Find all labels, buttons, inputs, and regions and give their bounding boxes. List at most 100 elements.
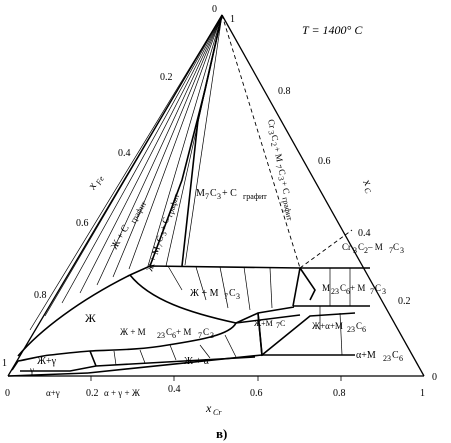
svg-text:графит: графит xyxy=(281,196,295,222)
svg-text:C: C xyxy=(166,327,172,337)
temperature-label: T = 1400° C xyxy=(302,23,363,37)
svg-text:2: 2 xyxy=(364,246,368,255)
svg-text:Ж+M: Ж+M xyxy=(254,319,273,328)
axis-label-xcr: x Cr xyxy=(205,401,222,417)
axis-label-xc: x C xyxy=(360,176,376,196)
region-cr3c2-m7c3-graphite: Cr 3 C 2 + M 7 C 3 + C графит xyxy=(266,118,295,222)
svg-text:+ C: + C xyxy=(222,188,237,199)
region-alpha-gamma: α+γ xyxy=(46,388,60,398)
region-gamma: γ xyxy=(29,365,34,375)
svg-text:6: 6 xyxy=(172,331,176,340)
axis-label-xfe: x Fe xyxy=(84,174,107,192)
svg-text:Cr: Cr xyxy=(213,408,222,417)
svg-text:7: 7 xyxy=(370,287,374,296)
bottom-tick-1: 1 xyxy=(420,388,425,399)
svg-text:Cr: Cr xyxy=(342,242,351,252)
svg-text:M: M xyxy=(322,283,330,293)
svg-text:C: C xyxy=(393,242,399,252)
region-cr3c2-m7c3: Cr 3 C 2 – M 7 C 3 xyxy=(342,242,404,255)
svg-text:3: 3 xyxy=(382,287,386,296)
bottom-tick-0: 0 xyxy=(5,388,10,399)
svg-text:+ C: + C xyxy=(279,180,292,195)
region-m7c3-graphite: M 7 C 3 + C графит xyxy=(196,188,267,201)
figure-caption: в) xyxy=(216,426,227,441)
svg-text:+ M: + M xyxy=(272,146,285,163)
right-tick-08: 0.8 xyxy=(278,86,291,97)
right-tick-0: 0 xyxy=(432,372,437,383)
svg-text:7: 7 xyxy=(205,192,209,201)
svg-text:C: C xyxy=(340,283,346,293)
right-tick-02: 0.2 xyxy=(398,296,411,307)
svg-text:Ж + C: Ж + C xyxy=(109,223,132,252)
left-tick-1: 1 xyxy=(2,358,7,369)
tie-lines-graphite xyxy=(29,14,223,331)
svg-text:C: C xyxy=(269,134,280,142)
dashed-lines xyxy=(221,14,353,269)
svg-text:Ж + M: Ж + M xyxy=(120,327,146,337)
svg-text:3: 3 xyxy=(353,246,357,255)
bottom-tick-06: 0.6 xyxy=(250,388,263,399)
region-alpha-m23c6: α+M 23 C 6 xyxy=(356,350,403,363)
svg-text:7: 7 xyxy=(276,321,280,330)
svg-text:7: 7 xyxy=(155,242,165,249)
svg-text:x: x xyxy=(205,401,212,415)
svg-text:3: 3 xyxy=(400,246,404,255)
svg-text:M: M xyxy=(196,188,205,199)
svg-text:Ж + M: Ж + M xyxy=(144,245,161,272)
svg-text:C: C xyxy=(375,283,381,293)
region-l-alpha-m23c6: Ж+α+M 23 C 6 xyxy=(312,321,366,334)
right-tick-04: 0.4 xyxy=(358,228,371,239)
right-edge xyxy=(221,14,425,377)
svg-text:+ M: + M xyxy=(350,283,365,293)
svg-text:C: C xyxy=(356,321,362,331)
svg-text:Cr: Cr xyxy=(266,118,278,129)
svg-text:Fe: Fe xyxy=(94,174,107,187)
region-l-gamma: Ж+γ xyxy=(37,356,57,367)
svg-text:3: 3 xyxy=(276,176,286,182)
apex-label-1: 1 xyxy=(230,14,235,25)
svg-text:C: C xyxy=(362,186,373,196)
l-m7c3-lower xyxy=(129,274,237,324)
bottom-tick-04: 0.4 xyxy=(168,384,181,395)
svg-text:C: C xyxy=(210,188,217,199)
phase-boundaries xyxy=(7,14,370,377)
svg-text:C: C xyxy=(203,327,209,337)
region-l-m7c3-m23c6-small: Ж+M 7 C xyxy=(254,319,285,330)
svg-text:α+M: α+M xyxy=(356,350,376,361)
region-alpha-gamma-l: α + γ + Ж xyxy=(104,388,141,398)
svg-text:7: 7 xyxy=(274,164,284,170)
svg-text:3: 3 xyxy=(210,331,214,340)
svg-text:графит: графит xyxy=(129,199,149,225)
svg-text:C: C xyxy=(277,168,288,176)
svg-text:графит: графит xyxy=(243,192,267,201)
region-l-alpha: Ж + α xyxy=(184,356,210,367)
left-tick-02: 0.2 xyxy=(160,72,173,83)
svg-text:3: 3 xyxy=(217,192,221,201)
svg-text:C: C xyxy=(358,242,364,252)
svg-text:2: 2 xyxy=(269,141,279,147)
svg-text:23: 23 xyxy=(347,325,355,334)
svg-text:23: 23 xyxy=(157,331,165,340)
svg-text:3: 3 xyxy=(236,292,240,301)
tie-lines-l-m7c3 xyxy=(113,265,351,366)
region-liquid: Ж xyxy=(85,311,96,325)
left-tick-08: 0.8 xyxy=(34,290,47,301)
left-tick-06: 0.6 xyxy=(76,218,89,229)
svg-text:– M: – M xyxy=(367,242,383,252)
region-l-m7c3: Ж + M 7 C 3 xyxy=(190,288,240,301)
left-tick-04: 0.4 xyxy=(118,148,131,159)
svg-text:+ C: + C xyxy=(158,216,172,232)
region-l-m23c6-m7c3: Ж + M 23 C 6 + M 7 C 3 xyxy=(120,327,214,340)
region-m23c6-m7c3: M 23 C 6 + M 7 C 3 xyxy=(322,283,386,296)
bottom-ticks xyxy=(90,376,342,381)
svg-text:C: C xyxy=(229,288,236,299)
svg-text:6: 6 xyxy=(362,325,366,334)
svg-text:C: C xyxy=(392,350,399,361)
svg-text:6: 6 xyxy=(346,287,350,296)
svg-text:23: 23 xyxy=(331,287,339,296)
svg-text:C: C xyxy=(154,234,165,243)
svg-text:7: 7 xyxy=(224,292,228,301)
region-l-m7c3-graphite: Ж + M 7 C 3 + C графит xyxy=(144,192,181,272)
svg-text:6: 6 xyxy=(399,354,403,363)
